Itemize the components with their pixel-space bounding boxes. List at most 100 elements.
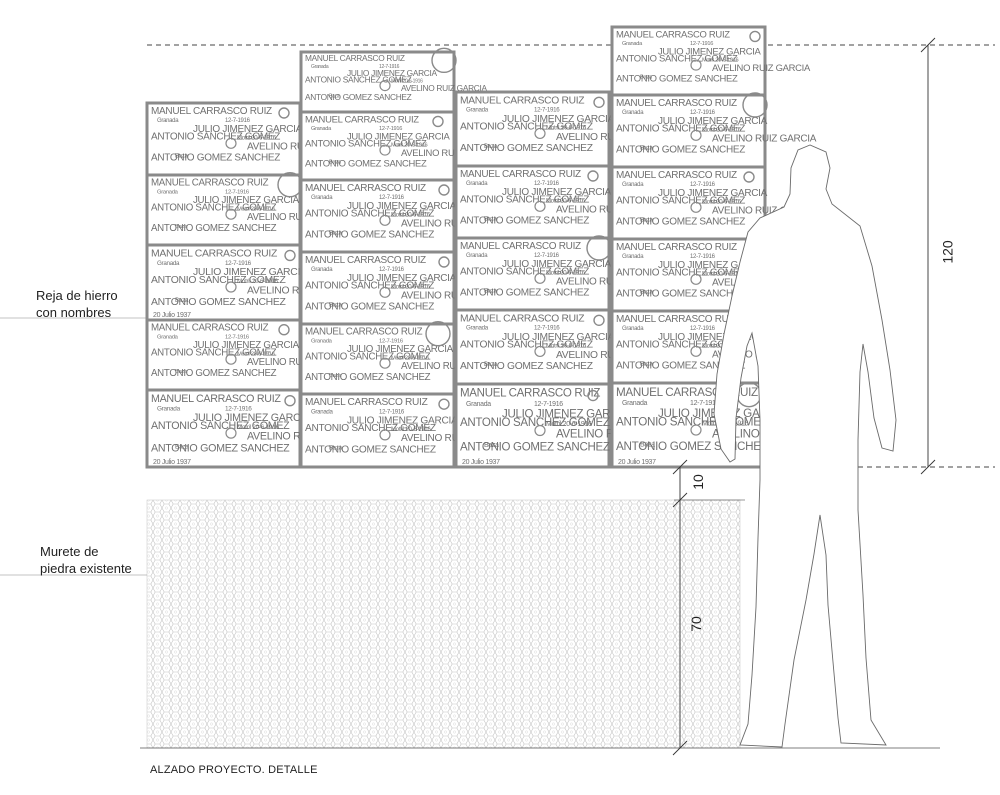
svg-text:MANUEL CARRASCO RUIZ: MANUEL CARRASCO RUIZ <box>151 393 281 405</box>
svg-text:12-7-1916: 12-7-1916 <box>225 334 249 340</box>
svg-text:ANTONIO GOMEZ SANCHEZ: ANTONIO GOMEZ SANCHEZ <box>460 288 589 299</box>
svg-text:Baza: Baza <box>329 231 342 237</box>
svg-text:12-7-1916: 12-7-1916 <box>534 401 563 408</box>
svg-text:Baza: Baza <box>175 443 189 450</box>
svg-text:JULIO JIMENEZ GARCIA: JULIO JIMENEZ GARCIA <box>347 201 457 212</box>
svg-text:MANUEL CARRASCO RUIZ: MANUEL CARRASCO RUIZ <box>460 241 581 252</box>
svg-text:20 Julio 1937: 20 Julio 1937 <box>618 459 656 466</box>
svg-text:Baza: Baza <box>640 74 653 80</box>
svg-text:ANTONIO SANCHEZ GOMEZ: ANTONIO SANCHEZ GOMEZ <box>305 423 436 434</box>
svg-text:AVELINO RUIZ GARCIA: AVELINO RUIZ GARCIA <box>401 148 500 159</box>
svg-text:AVELINO RUIZ GARCIA: AVELINO RUIZ GARCIA <box>401 219 506 230</box>
svg-text:Baza: Baza <box>640 290 653 296</box>
svg-text:Motril 20-6-1916: Motril 20-6-1916 <box>546 199 586 205</box>
grille-label-line2: con nombres <box>36 305 112 320</box>
svg-text:ANTONIO GOMEZ SANCHEZ: ANTONIO GOMEZ SANCHEZ <box>151 223 277 234</box>
svg-text:AVELINO RUIZ GARCIA: AVELINO RUIZ GARCIA <box>401 83 488 93</box>
svg-text:ANTONIO GOMEZ SANCHEZ: ANTONIO GOMEZ SANCHEZ <box>305 158 427 169</box>
svg-text:ANTONIO SANCHEZ GOMEZ: ANTONIO SANCHEZ GOMEZ <box>305 281 434 292</box>
svg-text:12-7-1916: 12-7-1916 <box>379 64 400 70</box>
svg-text:ANTONIO GOMEZ SANCHEZ: ANTONIO GOMEZ SANCHEZ <box>616 289 745 300</box>
svg-text:Granada: Granada <box>466 253 488 259</box>
svg-text:JULIO JIMENEZ GARCIA: JULIO JIMENEZ GARCIA <box>193 124 303 135</box>
svg-text:Baza: Baza <box>329 159 342 165</box>
svg-text:ANTONIO GOMEZ SANCHEZ: ANTONIO GOMEZ SANCHEZ <box>305 230 434 241</box>
svg-text:ANTONIO GOMEZ SANCHEZ: ANTONIO GOMEZ SANCHEZ <box>305 302 434 313</box>
svg-text:JULIO JIMENEZ GARCIA: JULIO JIMENEZ GARCIA <box>193 195 300 206</box>
svg-text:Baza: Baza <box>329 444 343 451</box>
svg-text:MANUEL CARRASCO RUIZ: MANUEL CARRASCO RUIZ <box>305 255 426 266</box>
svg-text:Motril 20-6-1916: Motril 20-6-1916 <box>546 125 587 132</box>
svg-text:Motril 20-6-1916: Motril 20-6-1916 <box>391 142 428 148</box>
svg-text:MANUEL CARRASCO RUIZ: MANUEL CARRASCO RUIZ <box>460 388 600 400</box>
svg-text:Motril 20-6-1916: Motril 20-6-1916 <box>546 271 586 277</box>
svg-text:12-7-1916: 12-7-1916 <box>379 408 405 415</box>
svg-text:MANUEL CARRASCO RUIZ: MANUEL CARRASCO RUIZ <box>616 98 737 109</box>
svg-text:JULIO JIMENEZ GARCIA: JULIO JIMENEZ GARCIA <box>502 259 612 270</box>
svg-text:ANTONIO SANCHEZ GOMEZ: ANTONIO SANCHEZ GOMEZ <box>305 209 434 220</box>
svg-text:Granada: Granada <box>466 181 488 187</box>
svg-text:AVELINO RUIZ GARCIA: AVELINO RUIZ GARCIA <box>401 361 503 372</box>
svg-text:AVELINO RUIZ GARCIA: AVELINO RUIZ GARCIA <box>401 433 507 444</box>
svg-text:JULIO JIMENEZ GARCIA: JULIO JIMENEZ GARCIA <box>347 68 438 78</box>
svg-text:Motril 20-6-1916: Motril 20-6-1916 <box>546 343 587 350</box>
svg-text:Baza: Baza <box>484 143 498 150</box>
svg-text:12-7-1916: 12-7-1916 <box>690 182 716 188</box>
svg-text:JULIO JIMENEZ GARCIA: JULIO JIMENEZ GARCIA <box>502 114 615 125</box>
svg-text:ANTONIO GOMEZ SANCHEZ: ANTONIO GOMEZ SANCHEZ <box>616 145 745 156</box>
svg-text:MANUEL CARRASCO RUIZ: MANUEL CARRASCO RUIZ <box>460 95 584 106</box>
svg-text:ANTONIO SANCHEZ GOMEZ: ANTONIO SANCHEZ GOMEZ <box>460 122 593 133</box>
svg-text:MANUEL CARRASCO RUIZ: MANUEL CARRASCO RUIZ <box>305 397 428 408</box>
svg-text:ANTONIO SANCHEZ GOMEZ: ANTONIO SANCHEZ GOMEZ <box>616 124 745 135</box>
svg-text:JULIO JIMENEZ GARCIA: JULIO JIMENEZ GARCIA <box>658 188 768 199</box>
svg-text:MANUEL CARRASCO RUIZ: MANUEL CARRASCO RUIZ <box>305 183 426 194</box>
wall-label-line2: piedra existente <box>40 561 132 576</box>
svg-text:JULIO JIMENEZ GARCIA: JULIO JIMENEZ GARCIA <box>502 408 629 420</box>
svg-text:Motril 20-6-1916: Motril 20-6-1916 <box>702 128 742 134</box>
svg-text:Granada: Granada <box>622 254 644 260</box>
svg-text:Baza: Baza <box>175 224 188 230</box>
svg-text:JULIO JIMENEZ GARCIA: JULIO JIMENEZ GARCIA <box>347 273 457 284</box>
human-silhouette <box>713 144 897 748</box>
svg-text:12-7-1916: 12-7-1916 <box>690 326 716 332</box>
svg-text:AVELINO RUIZ GARCIA: AVELINO RUIZ GARCIA <box>556 350 664 361</box>
svg-text:ANTONIO SANCHEZ GOMEZ: ANTONIO SANCHEZ GOMEZ <box>151 275 287 286</box>
svg-text:12-7-1916: 12-7-1916 <box>690 41 713 47</box>
dimension-gap: 10 <box>689 474 706 490</box>
svg-text:20 Julio 1937: 20 Julio 1937 <box>462 459 500 466</box>
svg-text:Granada: Granada <box>311 126 332 132</box>
svg-text:ANTONIO SANCHEZ GOMEZ: ANTONIO SANCHEZ GOMEZ <box>460 417 610 429</box>
svg-text:ANTONIO GOMEZ SANCHEZ: ANTONIO GOMEZ SANCHEZ <box>305 444 436 455</box>
svg-text:Motril 20-6-1916: Motril 20-6-1916 <box>391 213 431 219</box>
svg-text:ANTONIO SANCHEZ GOMEZ: ANTONIO SANCHEZ GOMEZ <box>151 420 290 432</box>
svg-text:Motril 20-6-1916: Motril 20-6-1916 <box>237 424 280 431</box>
svg-text:ANTONIO SANCHEZ GOMEZ: ANTONIO SANCHEZ GOMEZ <box>305 351 431 362</box>
svg-text:ANTONIO GOMEZ SANCHEZ: ANTONIO GOMEZ SANCHEZ <box>151 297 287 308</box>
svg-text:Baza: Baza <box>329 373 342 379</box>
svg-text:ANTONIO GOMEZ SANCHEZ: ANTONIO GOMEZ SANCHEZ <box>616 361 745 372</box>
svg-text:Baza: Baza <box>175 154 188 160</box>
svg-text:ANTONIO GOMEZ SANCHEZ: ANTONIO GOMEZ SANCHEZ <box>460 441 610 453</box>
svg-text:Granada: Granada <box>622 41 643 47</box>
svg-text:Motril 20-6-1916: Motril 20-6-1916 <box>702 272 742 278</box>
svg-text:Motril 20-6-1916: Motril 20-6-1916 <box>391 285 431 291</box>
svg-text:Motril 20-6-1916: Motril 20-6-1916 <box>237 206 275 212</box>
svg-text:Motril 20-6-1916: Motril 20-6-1916 <box>391 355 429 361</box>
svg-text:Baza: Baza <box>640 442 655 449</box>
svg-text:12-7-1916: 12-7-1916 <box>225 189 249 195</box>
wall-label: Murete de piedra existente <box>40 543 132 577</box>
svg-text:JULIO JIMENEZ GARCIA: JULIO JIMENEZ GARCIA <box>347 415 458 426</box>
svg-text:MANUEL CARRASCO RUIZ: MANUEL CARRASCO RUIZ <box>151 106 272 117</box>
wall-label-line1: Murete de <box>40 544 99 559</box>
